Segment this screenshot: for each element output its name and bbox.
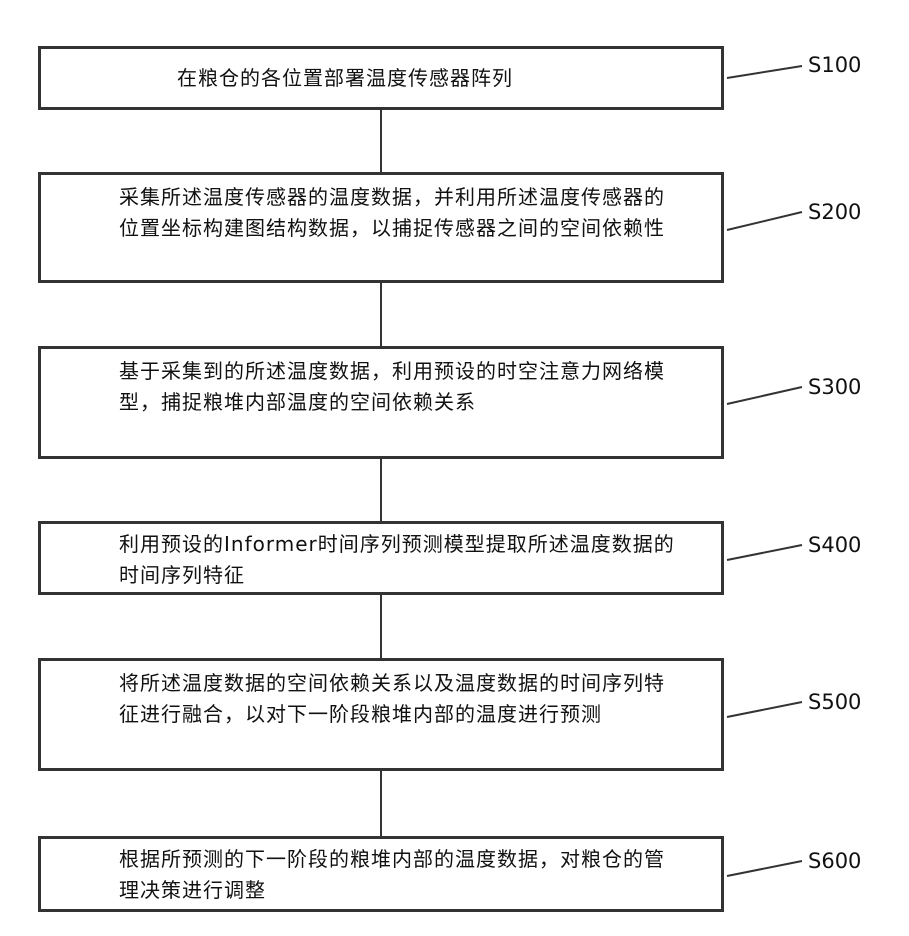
step-text-s100: 在粮仓的各位置部署温度传感器阵列 xyxy=(177,63,681,94)
step-box-s400: 利用预设的Informer时间序列预测模型提取所述温度数据的时间序列特征 xyxy=(38,521,724,595)
step-text-s300: 基于采集到的所述温度数据，利用预设的时空注意力网络模型，捕捉粮堆内部温度的空间依… xyxy=(119,356,681,418)
step-box-s500: 将所述温度数据的空间依赖关系以及温度数据的时间序列特征进行融合，以对下一阶段粮堆… xyxy=(38,658,724,771)
step-text-s400: 利用预设的Informer时间序列预测模型提取所述温度数据的时间序列特征 xyxy=(119,529,681,591)
step-box-s200: 采集所述温度传感器的温度数据，并利用所述温度传感器的位置坐标构建图结构数据，以捕… xyxy=(38,172,724,283)
leader-line-s500 xyxy=(727,702,802,717)
step-label-s200: S200 xyxy=(808,200,861,224)
leader-line-s600 xyxy=(727,861,802,876)
step-text-s500: 将所述温度数据的空间依赖关系以及温度数据的时间序列特征进行融合，以对下一阶段粮堆… xyxy=(119,668,681,730)
leader-line-s200 xyxy=(727,212,802,230)
leader-line-s100 xyxy=(727,66,802,78)
step-box-s300: 基于采集到的所述温度数据，利用预设的时空注意力网络模型，捕捉粮堆内部温度的空间依… xyxy=(38,346,724,459)
step-text-s200: 采集所述温度传感器的温度数据，并利用所述温度传感器的位置坐标构建图结构数据，以捕… xyxy=(119,182,681,244)
leader-line-s300 xyxy=(727,387,802,404)
step-text-s600: 根据所预测的下一阶段的粮堆内部的温度数据，对粮仓的管理决策进行调整 xyxy=(119,844,681,906)
step-box-s600: 根据所预测的下一阶段的粮堆内部的温度数据，对粮仓的管理决策进行调整 xyxy=(38,836,724,912)
step-label-s300: S300 xyxy=(808,375,861,399)
step-label-s100: S100 xyxy=(808,53,861,77)
step-label-s600: S600 xyxy=(808,849,861,873)
step-box-s100: 在粮仓的各位置部署温度传感器阵列 xyxy=(38,46,724,110)
leader-line-s400 xyxy=(727,545,802,560)
step-label-s400: S400 xyxy=(808,533,861,557)
step-label-s500: S500 xyxy=(808,690,861,714)
